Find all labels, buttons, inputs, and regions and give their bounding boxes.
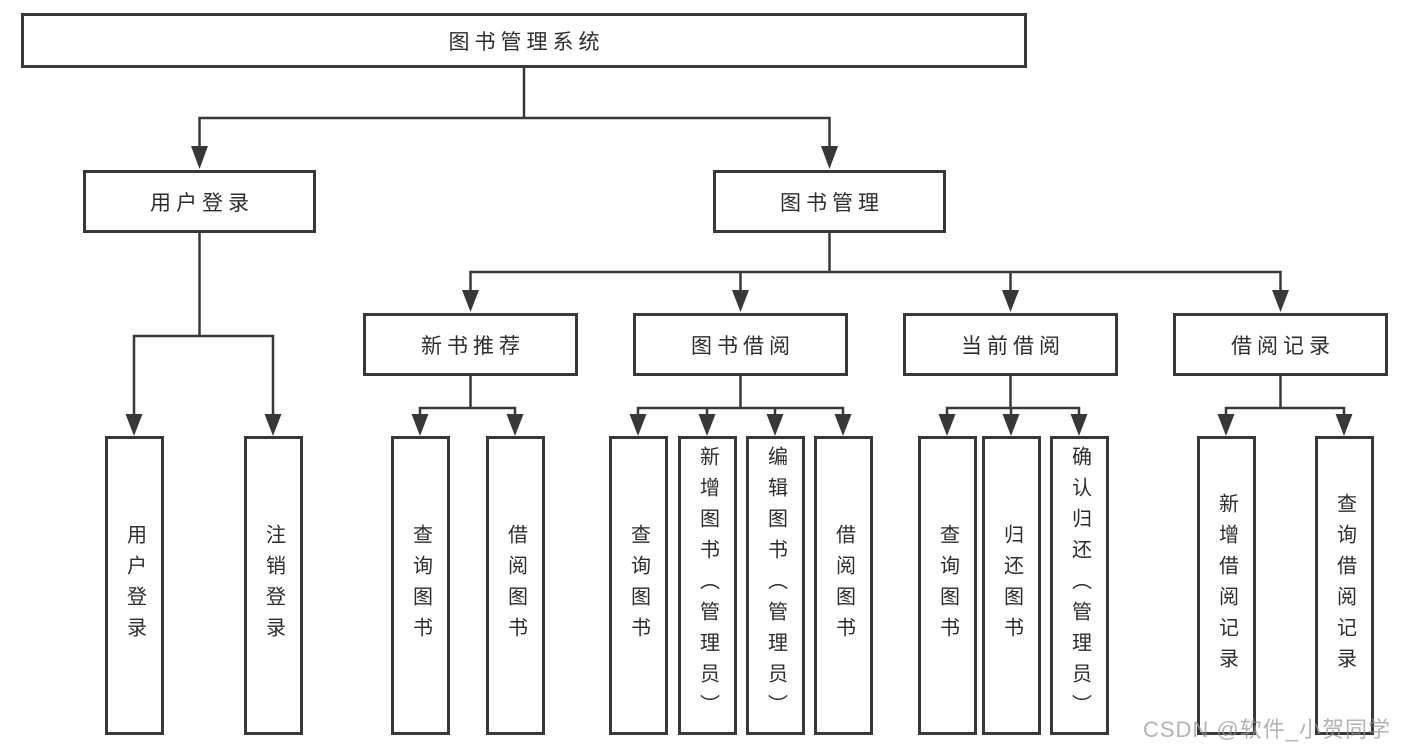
node-label: 查询借阅记录 [1333,492,1356,679]
node-book-management: 图书管理 [713,170,946,233]
leaf-return-books: 归还图书 [982,436,1041,735]
node-label: 借阅图书 [832,523,855,648]
node-label: 借阅图书 [504,523,527,648]
node-label: 当前借阅 [961,334,1065,358]
leaf-query-books-cb: 查询图书 [918,436,977,735]
node-label: 图书管理系统 [448,30,605,54]
node-label: 新增图书（管理员） [696,446,719,725]
leaf-borrow-books-nb: 借阅图书 [486,436,545,735]
node-label: 图书借阅 [691,334,795,358]
leaf-confirm-return-admin: 确认归还（管理员） [1050,436,1109,735]
node-label: 查询图书 [409,523,432,648]
node-label: 确认归还（管理员） [1068,446,1091,725]
leaf-add-borrow-record: 新增借阅记录 [1197,436,1256,735]
node-label: 注销登录 [262,523,285,648]
watermark-text: CSDN @软件_小贺同学 [1142,717,1391,742]
node-borrowing-records: 借阅记录 [1173,313,1388,376]
leaf-borrow-books-bb: 借阅图书 [814,436,873,735]
node-current-borrowing: 当前借阅 [903,313,1118,376]
node-label: 借阅记录 [1231,334,1335,358]
leaf-query-borrow-record: 查询借阅记录 [1315,436,1374,735]
node-label: 用户登录 [123,523,146,648]
arrowheads [125,146,1353,436]
leaf-user-login: 用户登录 [105,436,164,735]
node-new-book-recommendation: 新书推荐 [363,313,578,376]
node-label: 查询图书 [627,523,650,648]
node-label: 图书管理 [780,191,884,215]
leaf-query-books-nb: 查询图书 [391,436,450,735]
leaf-logout: 注销登录 [244,436,303,735]
leaf-add-books-admin: 新增图书（管理员） [678,436,737,735]
node-label: 新书推荐 [421,334,525,358]
node-label: 新增借阅记录 [1215,492,1238,679]
node-label: 用户登录 [150,191,254,215]
node-library-management-system: 图书管理系统 [21,13,1027,68]
node-book-borrowing: 图书借阅 [633,313,848,376]
leaf-edit-books-admin: 编辑图书（管理员） [746,436,805,735]
node-label: 归还图书 [1000,523,1023,648]
leaf-query-books-bb: 查询图书 [609,436,668,735]
node-user-login: 用户登录 [83,170,316,233]
node-label: 查询图书 [936,523,959,648]
node-label: 编辑图书（管理员） [764,446,787,725]
